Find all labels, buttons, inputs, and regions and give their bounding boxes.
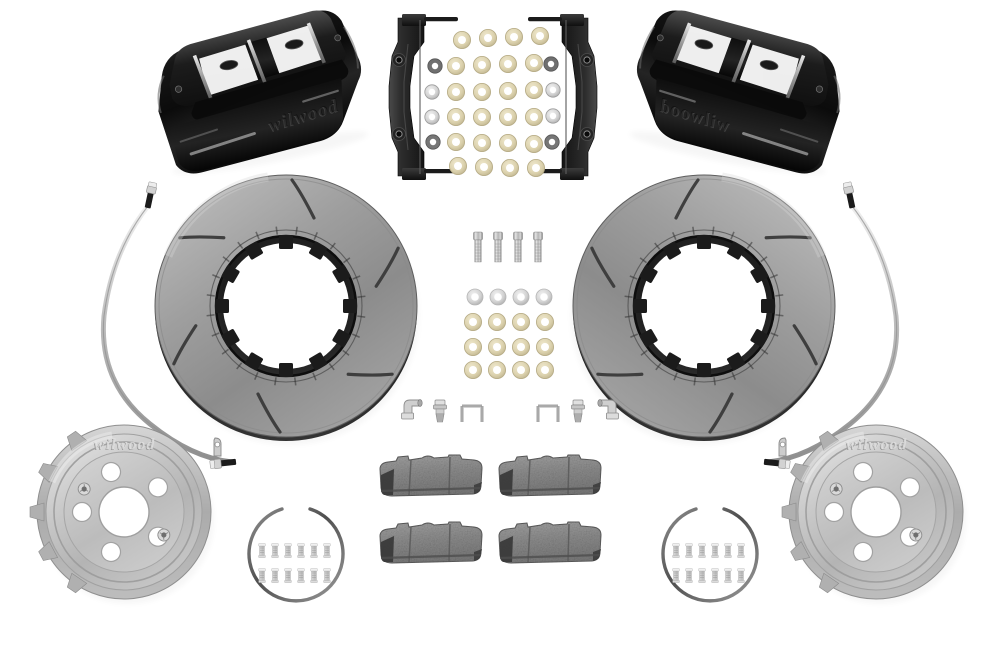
brake-pad: [499, 455, 601, 496]
brake-line-right: [763, 181, 900, 470]
brake-pad-set: [380, 455, 601, 563]
hat-left: [30, 425, 214, 604]
brake-line-left: [100, 181, 237, 470]
brake-pad: [380, 522, 482, 563]
banjo-bolt-icon: [571, 399, 585, 423]
hardware-left: [247, 507, 345, 603]
hat-bolt-row-top: [258, 543, 331, 558]
hat-bolt-row-top: [672, 543, 745, 558]
banjo-elbow-icon: [597, 399, 619, 420]
washer-grid: [463, 288, 555, 380]
hat-bolt-row-bottom: [258, 568, 331, 583]
shim-stack: [424, 26, 561, 178]
u-clip-icon: [460, 404, 484, 424]
hat-bolt-row-bottom: [672, 568, 745, 583]
caliper-right: [622, 4, 852, 182]
rotor-left: [155, 175, 419, 445]
brake-pad: [499, 522, 601, 563]
line-bracket-tab: [778, 437, 787, 457]
bracket-left: [388, 13, 459, 181]
hardware-right: [661, 507, 759, 603]
gold-washer-grid: [446, 26, 550, 178]
silver-washer-column-right: [543, 56, 561, 150]
u-clip-icon: [536, 404, 560, 424]
brake-pad: [380, 455, 482, 496]
caliper-left: [145, 4, 375, 182]
banjo-bolt-icon: [433, 399, 447, 423]
fittings-right: [536, 399, 619, 424]
line-bracket-tab: [213, 437, 222, 457]
fittings-left: [401, 399, 484, 424]
banjo-elbow-icon: [401, 399, 423, 420]
caliper-bolts: [473, 231, 543, 263]
silver-washer-column-left: [424, 58, 443, 150]
